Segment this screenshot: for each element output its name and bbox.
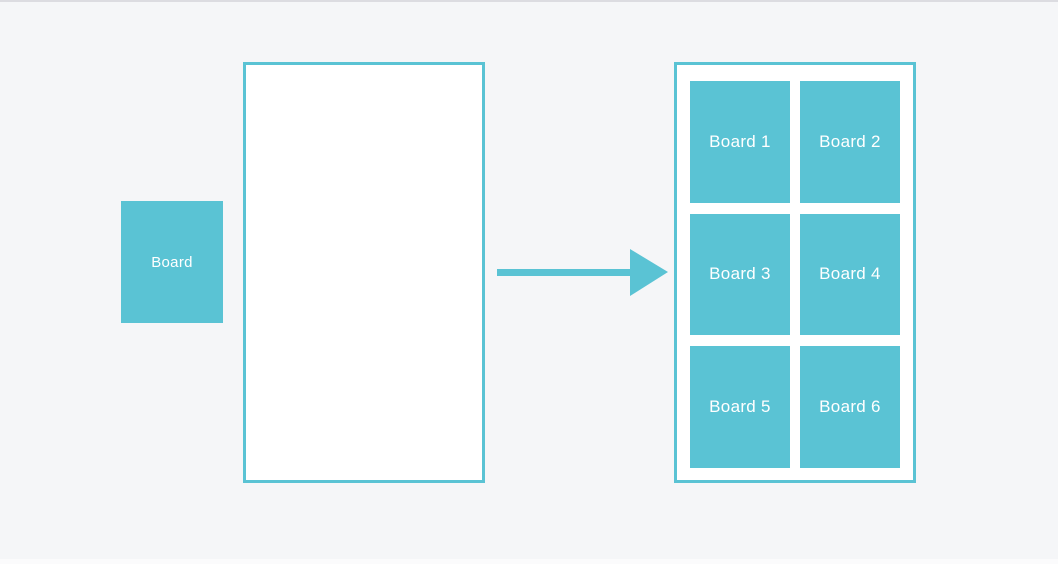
board-grid-item-label: Board 6 bbox=[819, 397, 881, 417]
right-arrow-icon bbox=[497, 249, 668, 296]
board-grid-item: Board 5 bbox=[690, 346, 790, 468]
board-grid-panel: Board 1 Board 2 Board 3 Board 4 Board 5 … bbox=[674, 62, 916, 483]
board-grid-item-label: Board 1 bbox=[709, 131, 771, 151]
right-arrow-shaft bbox=[497, 269, 637, 276]
board-source-box: Board bbox=[121, 201, 223, 323]
board-grid-item: Board 2 bbox=[800, 81, 900, 203]
board-source-label: Board bbox=[151, 253, 193, 271]
board-grid-item: Board 1 bbox=[690, 81, 790, 203]
board-grid-item-label: Board 4 bbox=[819, 264, 881, 284]
right-arrow-head bbox=[630, 249, 668, 296]
empty-board-panel bbox=[243, 62, 485, 483]
window-bottom-edge bbox=[0, 559, 1058, 564]
board-grid-item-label: Board 5 bbox=[709, 397, 771, 417]
board-grid-item-label: Board 3 bbox=[709, 264, 771, 284]
board-grid-item-label: Board 2 bbox=[819, 131, 881, 151]
board-grid-item: Board 4 bbox=[800, 213, 900, 336]
window-top-edge bbox=[0, 0, 1058, 2]
board-grid-item: Board 3 bbox=[690, 213, 790, 336]
board-grid-item: Board 6 bbox=[800, 346, 900, 468]
